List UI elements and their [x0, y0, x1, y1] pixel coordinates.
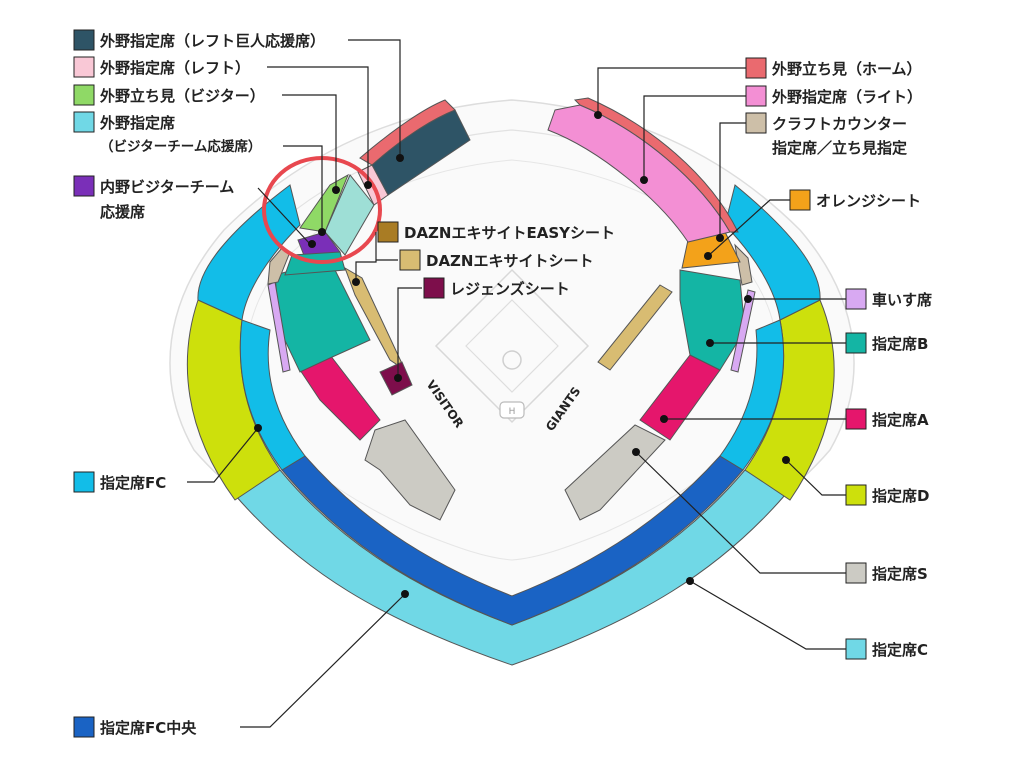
legend-seat-b: 指定席B — [872, 335, 928, 353]
swatch-outfield-left-giants — [73, 29, 95, 51]
legend-left: 外野指定席（レフト巨人応援席） 外野指定席（レフト） 外野立ち見（ビジター） 外… — [73, 29, 325, 738]
swatch-orange-seat — [789, 189, 811, 211]
section-craft-counter-left[interactable] — [267, 247, 291, 285]
swatch-seat-fc-center — [73, 716, 95, 738]
legend-craft-counter: クラフトカウンター — [772, 115, 907, 133]
legend-craft-counter-sub: 指定席／立ち見指定 — [772, 139, 907, 157]
legend-seat-s: 指定席S — [872, 565, 928, 583]
legend-seat-c: 指定席C — [872, 641, 928, 659]
legend-infield-visitor: 内野ビジターチーム — [100, 178, 234, 196]
stadium-outline — [169, 99, 855, 629]
swatch-seat-a — [845, 408, 867, 430]
seat-sections — [186, 97, 835, 666]
legend-standing-visitor: 外野立ち見（ビジター） — [99, 87, 265, 105]
legend-outfield-right: 外野指定席（ライト） — [771, 88, 922, 106]
swatch-outfield-right — [745, 85, 767, 107]
section-seat-fc-right-lower[interactable] — [719, 319, 785, 471]
home-plate-icon — [499, 401, 525, 419]
section-seat-s-left[interactable] — [364, 419, 456, 521]
legend-outfield-visitor-sub: （ビジターチーム応援席） — [100, 138, 261, 155]
section-seat-s-right[interactable] — [564, 424, 666, 521]
legend-outfield-left: 外野指定席（レフト） — [99, 59, 250, 77]
swatch-infield-visitor — [73, 175, 95, 197]
swatch-dazn-easy — [377, 221, 399, 243]
legend-dazn: DAZNエキサイトシート — [426, 252, 594, 270]
legend-seat-d: 指定席D — [872, 487, 929, 505]
section-craft-counter-right[interactable] — [734, 243, 753, 286]
legend-standing-home: 外野立ち見（ホーム） — [771, 60, 922, 78]
svg-text:H: H — [509, 407, 516, 417]
swatch-legends — [423, 277, 445, 299]
swatch-standing-home — [745, 57, 767, 79]
swatch-outfield-visitor — [73, 111, 95, 133]
legend-infield-visitor-sub: 応援席 — [100, 203, 145, 221]
legend-seat-fc: 指定席FC — [100, 474, 166, 492]
leader-lines — [187, 39, 846, 728]
swatch-dazn — [399, 249, 421, 271]
swatch-seat-fc — [73, 471, 95, 493]
swatch-seat-b — [845, 332, 867, 354]
swatch-standing-visitor — [73, 84, 95, 106]
legend-outfield-visitor: 外野指定席 — [99, 114, 175, 132]
section-dazn-right[interactable] — [597, 284, 673, 371]
legend-seat-a: 指定席A — [872, 411, 929, 429]
section-seat-fc-left-lower[interactable] — [239, 319, 306, 471]
legend-seat-fc-center: 指定席FC中央 — [100, 719, 197, 737]
swatch-wheelchair — [845, 288, 867, 310]
swatch-outfield-left — [73, 56, 95, 78]
swatch-seat-d — [845, 484, 867, 506]
section-outfield-visitor[interactable] — [324, 174, 375, 256]
section-left-red-strip[interactable] — [359, 99, 456, 166]
legend-dazn-easy: DAZNエキサイトEASYシート — [404, 224, 615, 242]
legend-center: DAZNエキサイトEASYシート DAZNエキサイトシート レジェンズシート — [377, 221, 615, 299]
legend-legends: レジェンズシート — [450, 280, 570, 298]
section-seat-fc-left[interactable] — [197, 184, 301, 321]
pitcher-mound — [502, 350, 522, 370]
swatch-seat-c — [845, 638, 867, 660]
swatch-seat-s — [845, 562, 867, 584]
legend-orange-seat: オレンジシート — [816, 192, 921, 210]
section-seat-b-right[interactable] — [679, 269, 746, 371]
legend-wheelchair: 車いす席 — [872, 291, 932, 309]
legend-right: 外野立ち見（ホーム） 外野指定席（ライト） クラフトカウンター 指定席／立ち見指… — [745, 57, 932, 660]
legend-outfield-left-giants: 外野指定席（レフト巨人応援席） — [99, 32, 325, 50]
swatch-craft-counter — [745, 112, 767, 134]
